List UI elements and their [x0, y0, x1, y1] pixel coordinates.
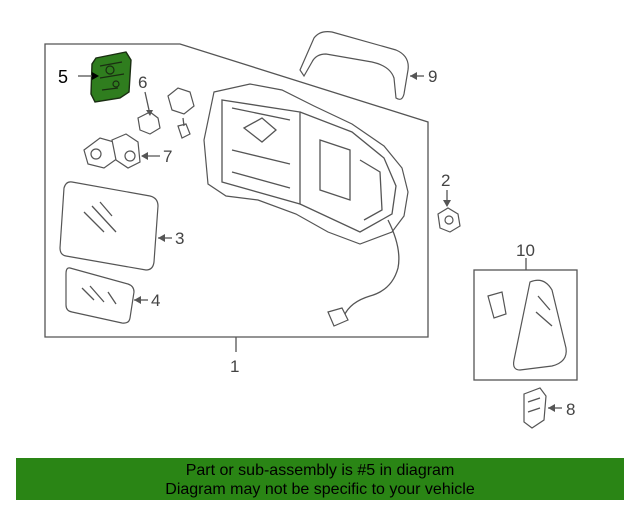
part-5-bracket[interactable]	[90, 51, 132, 103]
callout-7: 7	[163, 147, 172, 166]
callout-3: 3	[175, 229, 184, 248]
callout-5: 5	[58, 67, 68, 87]
callout-4: 4	[151, 291, 160, 310]
callout-8: 8	[566, 400, 575, 419]
assembly-outline	[44, 43, 429, 338]
part-10-turn-signal[interactable]	[487, 279, 567, 371]
part-8-clip[interactable]	[523, 387, 547, 429]
part-1-mirror-housing[interactable]	[203, 83, 409, 327]
callout-10: 10	[516, 241, 535, 260]
part-9-mirror-cap[interactable]	[299, 31, 409, 100]
part-3-mirror-glass[interactable]	[59, 181, 159, 271]
callout-6: 6	[138, 73, 147, 92]
part-4-spotter-glass[interactable]	[65, 267, 135, 324]
callout-9: 9	[428, 67, 437, 86]
callout-2: 2	[441, 171, 450, 190]
callout-1: 1	[230, 357, 239, 376]
part-7-connector[interactable]	[83, 133, 141, 169]
parts-diagram: 5 6 7 3 4 9 2 1 10 8	[44, 31, 578, 429]
part-2-nut[interactable]	[437, 207, 461, 233]
info-banner: Part or sub-assembly is #5 in diagram Di…	[16, 458, 624, 500]
banner-line-1: Part or sub-assembly is #5 in diagram	[185, 462, 455, 479]
leader-lines	[78, 72, 562, 412]
banner-line-2: Diagram may not be specific to your vehi…	[165, 481, 475, 498]
